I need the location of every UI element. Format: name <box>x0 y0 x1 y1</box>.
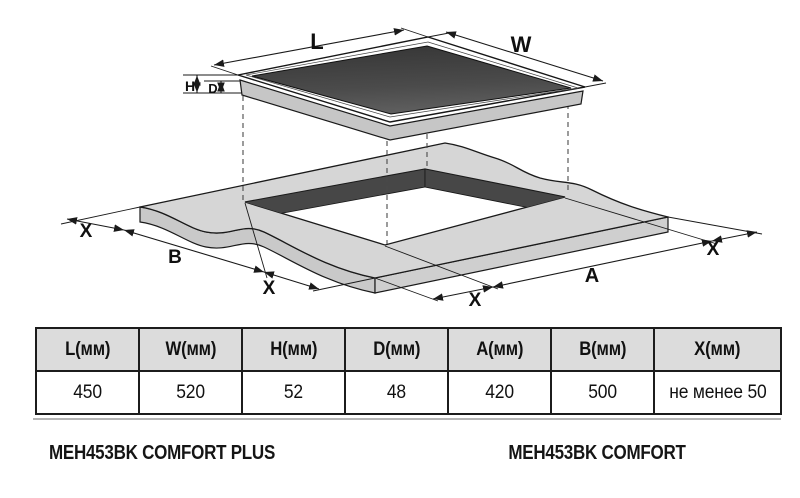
dim-label-b: B <box>168 247 182 268</box>
dim-line-x-right <box>711 230 758 243</box>
dim-line-x-left <box>66 217 125 232</box>
ext-line <box>384 245 499 290</box>
dim-line-w <box>445 31 604 82</box>
dim-label-h: H <box>185 78 195 94</box>
ext-line <box>400 27 429 38</box>
spec-table: L(мм) W(мм) H(мм) D(мм) A(мм) B(мм) X(мм… <box>35 327 782 415</box>
spec-header-cell: B(мм) <box>550 327 655 372</box>
spec-value-cell: 450 <box>35 370 140 415</box>
cooktop <box>237 36 586 141</box>
spec-value-cell: 52 <box>241 370 346 415</box>
dim-label-x-bottom-center: X <box>469 290 482 311</box>
dim-line-x-bottom-center <box>432 285 494 301</box>
ext-line <box>60 206 141 225</box>
cutout-wall-right <box>424 169 565 216</box>
ext-line <box>584 82 607 88</box>
spec-header-row: L(мм) W(мм) H(мм) D(мм) A(мм) B(мм) X(мм… <box>35 327 782 372</box>
ext-line <box>564 197 718 245</box>
dim-label-d: D <box>208 81 217 96</box>
cooktop-body <box>239 79 584 141</box>
spec-value-cell: 48 <box>344 370 449 415</box>
dim-line-a <box>492 239 713 289</box>
dimension-lines <box>60 27 763 302</box>
ext-line <box>427 32 450 38</box>
ext-line <box>210 65 239 76</box>
ext-line <box>374 277 439 302</box>
spec-value-cell: 500 <box>550 370 655 415</box>
spec-value-cell: не менее 50 <box>653 370 782 415</box>
installation-diagram: L W H D X B X X A X <box>60 27 763 311</box>
projection-lines <box>242 96 569 244</box>
model-caption-left: MEH453BK COMFORT PLUS <box>48 442 276 464</box>
spec-value-cell: 420 <box>447 370 552 415</box>
dim-label-x-bottom-left: X <box>263 278 276 299</box>
dim-label-a: A <box>585 265 599 287</box>
model-caption-right: MEH453BK COMFORT <box>508 442 686 464</box>
spec-header-cell: X(мм) <box>653 327 782 372</box>
dim-line-b <box>123 229 265 273</box>
spec-value-cell: 520 <box>138 370 243 415</box>
spec-header-cell: H(мм) <box>241 327 346 372</box>
dim-line-l <box>213 28 405 67</box>
spec-header-cell: A(мм) <box>447 327 552 372</box>
dim-label-x-right: X <box>707 239 720 260</box>
bottom-rule <box>33 418 781 420</box>
dim-line-x-bottom-left <box>263 271 320 290</box>
dim-label-x-left: X <box>80 221 93 242</box>
dim-label-w: W <box>511 32 532 57</box>
countertop-surface <box>139 142 669 279</box>
ext-line <box>312 277 376 292</box>
spec-header-cell: W(мм) <box>138 327 243 372</box>
dim-label-l: L <box>310 29 323 54</box>
dimension-labels: L W H D X B X X A X <box>80 29 720 311</box>
spec-header-cell: D(мм) <box>344 327 449 372</box>
spec-value-row: 450 520 52 48 420 500 не менее 50 <box>35 370 782 415</box>
spec-header-cell: L(мм) <box>35 327 140 372</box>
ext-line <box>667 216 763 235</box>
